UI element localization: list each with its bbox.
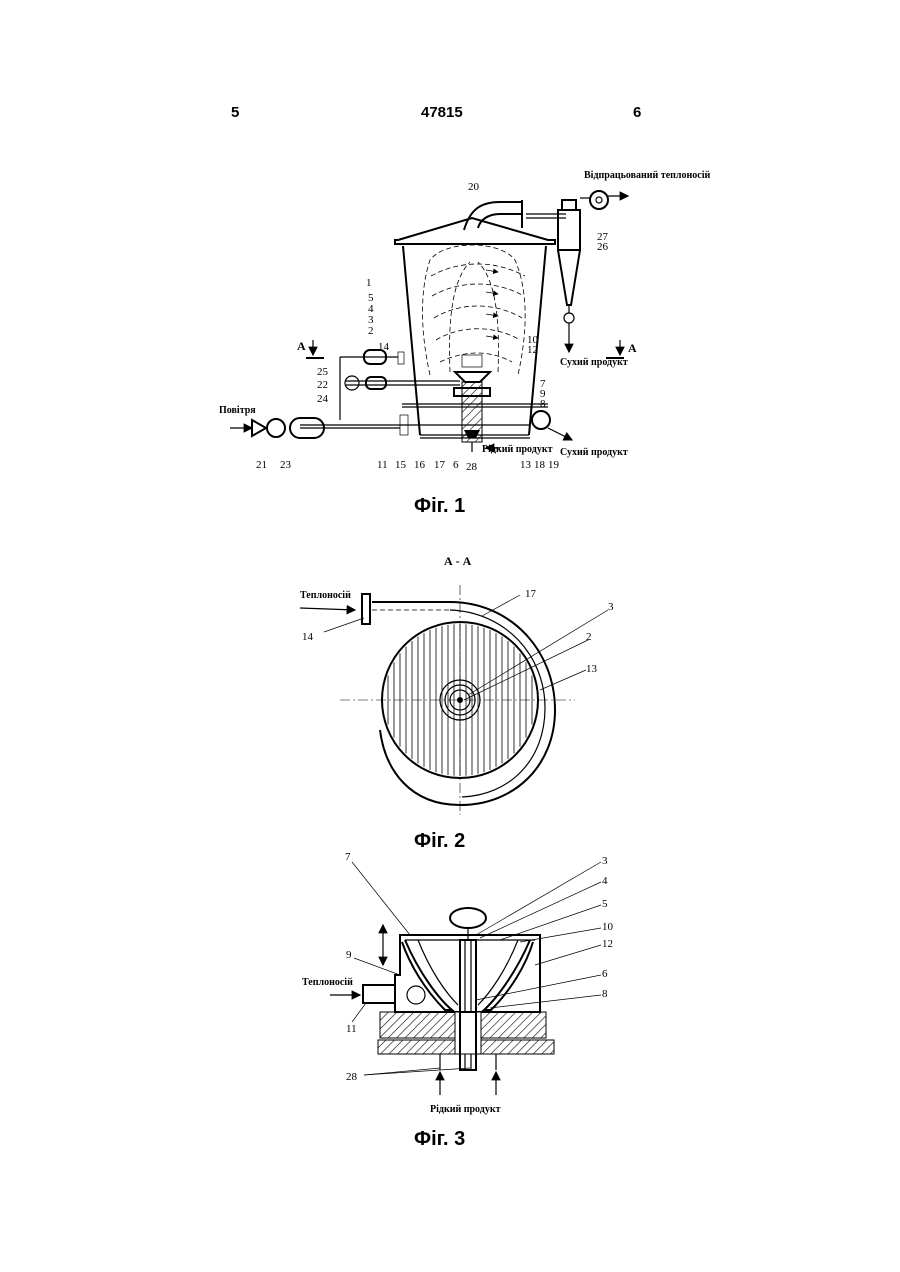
- ref-17: 17: [525, 588, 537, 600]
- ref-25: 25: [317, 366, 329, 378]
- ref-3: 3: [602, 855, 608, 867]
- ref-28: 28: [346, 1071, 358, 1083]
- label-dry-product-bottom: Сухий продукт: [560, 447, 628, 458]
- ref-2: 2: [586, 631, 592, 643]
- ref-20: 20: [468, 181, 480, 193]
- section-mark-right: А: [628, 341, 637, 355]
- ref-17: 17: [434, 459, 446, 471]
- ref-4: 4: [602, 875, 608, 887]
- exhaust-duct: [464, 200, 566, 230]
- ref-11: 11: [346, 1023, 357, 1035]
- vane-left: [402, 940, 452, 1010]
- spiral-flow: [423, 245, 526, 375]
- ref-12: 12: [602, 938, 613, 950]
- ref-8: 8: [540, 398, 546, 410]
- ref-15: 15: [395, 459, 407, 471]
- ref-11: 11: [377, 459, 388, 471]
- figure-3-caption: Фіг. 3: [414, 1128, 465, 1150]
- figure-2-caption: Фіг. 2: [414, 830, 465, 852]
- side-inlet: [363, 985, 395, 1003]
- ref-19: 19: [548, 459, 560, 471]
- ref-9: 9: [346, 949, 352, 961]
- ref-12: 12: [527, 344, 538, 356]
- volute-outer: [372, 602, 555, 805]
- label-dry-product-cyclone: Сухий продукт: [560, 357, 628, 368]
- ref-6: 6: [602, 968, 608, 980]
- ref-16: 16: [414, 459, 426, 471]
- section-marker-left: [306, 340, 324, 358]
- section-title: А - А: [444, 554, 472, 568]
- ref-10: 10: [602, 921, 614, 933]
- inlet-flange: [362, 594, 370, 624]
- label-heat-carrier: Теплоносій: [300, 590, 351, 601]
- section-marker-right: [606, 340, 624, 358]
- ref-7: 7: [345, 851, 351, 863]
- label-heat-carrier: Теплоносій: [302, 977, 353, 988]
- ref-13: 13: [520, 459, 532, 471]
- cyclone: [558, 200, 580, 352]
- ref-14: 14: [378, 341, 390, 353]
- ref-5: 5: [602, 898, 608, 910]
- ref-14: 14: [302, 631, 314, 643]
- ref-13: 13: [586, 663, 598, 675]
- section-mark-left: А: [297, 339, 306, 353]
- figure-1: 20 1 5 4 3 2 14 25 22 24 11 15 16 17 6 2…: [219, 170, 711, 517]
- deflector-cap: [450, 908, 486, 928]
- ref-24: 24: [317, 393, 329, 405]
- ref-3: 3: [608, 601, 614, 613]
- figure-3: 7 9 11 28 3 4 5 10 12 6 8 Теплоносій Рід…: [302, 851, 614, 1150]
- ref-6: 6: [453, 459, 459, 471]
- label-liquid-product: Рідкий продукт: [482, 444, 553, 455]
- air-supply-lines: [300, 350, 572, 448]
- ref-22: 22: [317, 379, 328, 391]
- label-exhaust: Відпрацьований теплоносій: [584, 170, 711, 181]
- ref-18: 18: [534, 459, 546, 471]
- ref-28: 28: [466, 461, 478, 473]
- ref-23: 23: [280, 459, 292, 471]
- dryer-roof: [395, 218, 555, 244]
- figure-1-caption: Фіг. 1: [414, 495, 465, 517]
- ref-1: 1: [366, 277, 372, 289]
- vane-right: [484, 940, 533, 1010]
- label-air: Повітря: [219, 405, 256, 416]
- ref-26: 26: [597, 241, 609, 253]
- exhaust-fan: [580, 191, 628, 209]
- figure-2: А - А Теплоносій 14 17 3 2 13 Фіг. 2: [300, 554, 614, 852]
- label-liquid-product: Рідкий продукт: [430, 1104, 501, 1115]
- ref-2: 2: [368, 325, 374, 337]
- ref-8: 8: [602, 988, 608, 1000]
- ref-21: 21: [256, 459, 267, 471]
